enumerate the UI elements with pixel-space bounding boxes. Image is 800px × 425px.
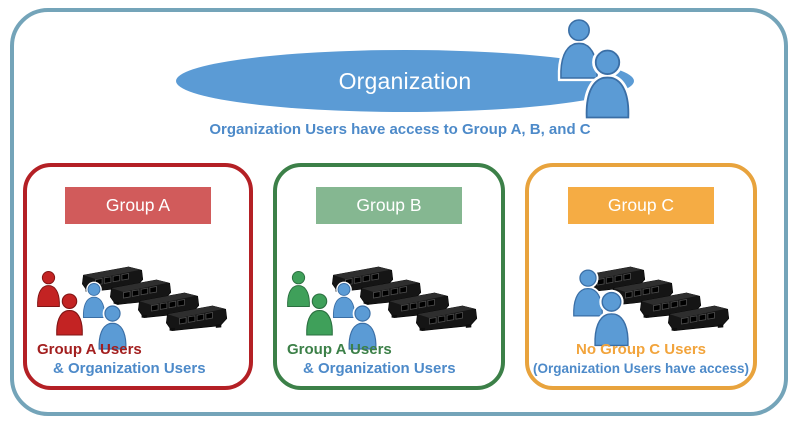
router-device-icon	[415, 305, 478, 332]
router-device-icon	[165, 305, 228, 332]
organization-caption: Organization Users have access to Group …	[209, 121, 591, 138]
group-c-header: Group C	[568, 187, 714, 224]
org-users-label: (Organization Users have access)	[532, 361, 750, 376]
group-c-box: Group C No Group C Users (Organization U…	[525, 163, 757, 390]
org-users-label: & Organization Users	[53, 360, 206, 377]
group-user-icon	[299, 291, 340, 338]
organization-ellipse: Organization	[176, 50, 634, 112]
group-b-header: Group B	[316, 187, 462, 224]
group-users-label: Group A Users	[287, 341, 392, 358]
org-users-label: & Organization Users	[303, 360, 456, 377]
group-c-access-text: No Group C Users (Organization Users hav…	[529, 340, 753, 378]
group-user-icon	[49, 291, 90, 338]
diagram-frame	[10, 8, 788, 416]
router-device-icon	[667, 305, 730, 332]
group-b-access-text: Group A Users & Organization Users	[277, 340, 501, 378]
user-icon	[574, 46, 641, 122]
group-a-header: Group A	[65, 187, 211, 224]
organization-title: Organization	[338, 67, 472, 94]
group-users-label: No Group C Users	[575, 341, 707, 358]
organization-users-icon	[546, 14, 656, 129]
group-b-box: Group B Gr	[273, 163, 505, 390]
group-users-label: Group A Users	[37, 341, 142, 358]
group-a-access-text: Group A Users & Organization Users	[27, 340, 249, 378]
group-a-box: Group A Gr	[23, 163, 253, 390]
